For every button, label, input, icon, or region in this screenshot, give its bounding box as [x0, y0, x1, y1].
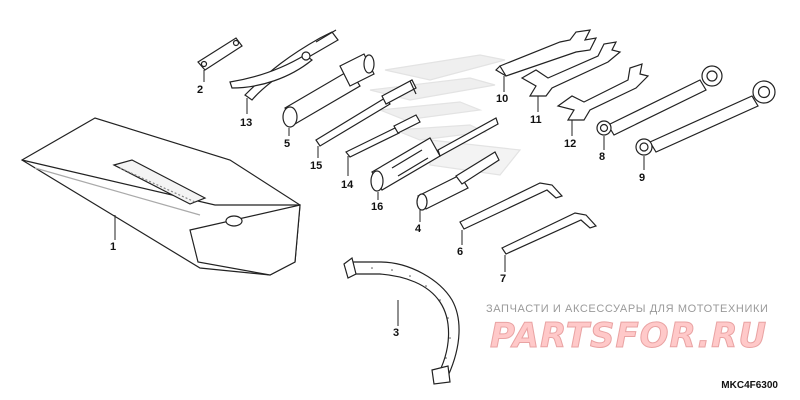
callout-4: 4 [415, 223, 422, 235]
callout-3: 3 [393, 327, 399, 339]
callout-7: 7 [500, 273, 506, 285]
tool-bag [22, 118, 300, 275]
callout-13: 13 [240, 117, 252, 129]
socket-wrench [283, 54, 374, 127]
ring-wrench-8 [597, 66, 722, 135]
extension-bar [417, 152, 499, 210]
callout-5: 5 [284, 138, 290, 150]
wrench-10 [496, 30, 596, 76]
watermark-logo: PARTSFOR.RU [489, 316, 768, 356]
callout-10: 10 [496, 93, 508, 105]
callout-15: 15 [310, 160, 322, 172]
screwdriver-14 [346, 115, 420, 157]
watermark-caption: ЗАПЧАСТИ И АКСЕССУАРЫ ДЛЯ МОТОТЕХНИКИ [486, 303, 769, 315]
callout-2: 2 [197, 84, 203, 96]
callout-6: 6 [457, 246, 463, 258]
screwdriver-15 [316, 80, 416, 146]
wrench-12 [558, 64, 648, 120]
callout-9: 9 [639, 172, 645, 184]
callout-16: 16 [371, 201, 383, 213]
hex-key-7 [502, 213, 596, 254]
callout-14: 14 [341, 179, 354, 191]
hex-key-6 [460, 183, 562, 229]
callout-8: 8 [599, 151, 605, 163]
callout-labels: 1 2 3 4 5 6 7 8 9 10 11 12 13 14 15 16 [110, 84, 645, 339]
pliers [230, 30, 338, 100]
screwdriver-handle [371, 118, 498, 191]
rubber-strap [344, 258, 459, 384]
callout-11: 11 [530, 114, 542, 126]
leader-lines [114, 70, 645, 326]
drawing-code: MKC4F6300 [721, 380, 778, 391]
wrench-11 [522, 42, 620, 96]
callout-12: 12 [564, 138, 576, 150]
callout-1: 1 [110, 241, 116, 253]
tool-2 [198, 38, 242, 70]
ring-wrench-9 [636, 81, 775, 155]
